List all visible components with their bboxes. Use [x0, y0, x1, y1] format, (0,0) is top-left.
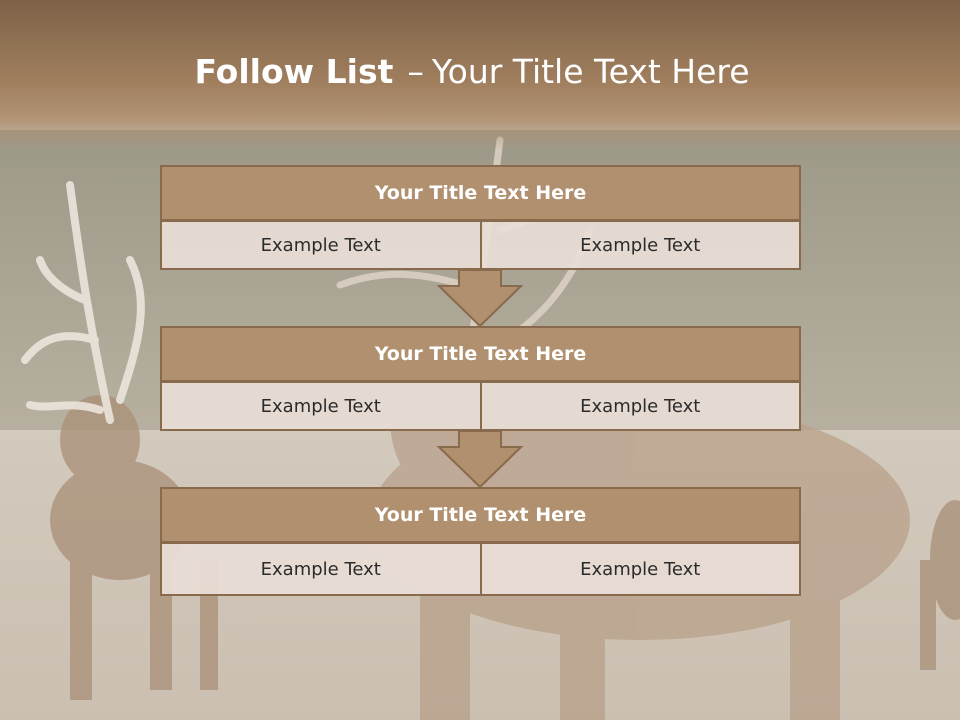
- step-box-3: Your Title Text Here Example Text Exampl…: [160, 487, 801, 596]
- step-cell-right: Example Text: [479, 220, 801, 270]
- step-cell-right: Example Text: [479, 381, 801, 431]
- title-text: Your Title Text Here: [431, 52, 750, 91]
- step-title: Your Title Text Here: [160, 326, 801, 382]
- step-cell-left: Example Text: [160, 220, 482, 270]
- step-cell-right: Example Text: [479, 542, 801, 596]
- slide-title: Follow List–Your Title Text Here: [0, 52, 944, 91]
- step-title: Your Title Text Here: [160, 165, 801, 221]
- step-title: Your Title Text Here: [160, 487, 801, 543]
- step-cell-left: Example Text: [160, 381, 482, 431]
- title-separator: –: [407, 52, 424, 91]
- down-arrow-icon: [437, 270, 523, 328]
- title-bold-text: Follow List: [194, 52, 394, 91]
- down-arrow-icon: [437, 431, 523, 489]
- title-band: [0, 0, 960, 150]
- step-box-2: Your Title Text Here Example Text Exampl…: [160, 326, 801, 431]
- step-cell-left: Example Text: [160, 542, 482, 596]
- step-box-1: Your Title Text Here Example Text Exampl…: [160, 165, 801, 270]
